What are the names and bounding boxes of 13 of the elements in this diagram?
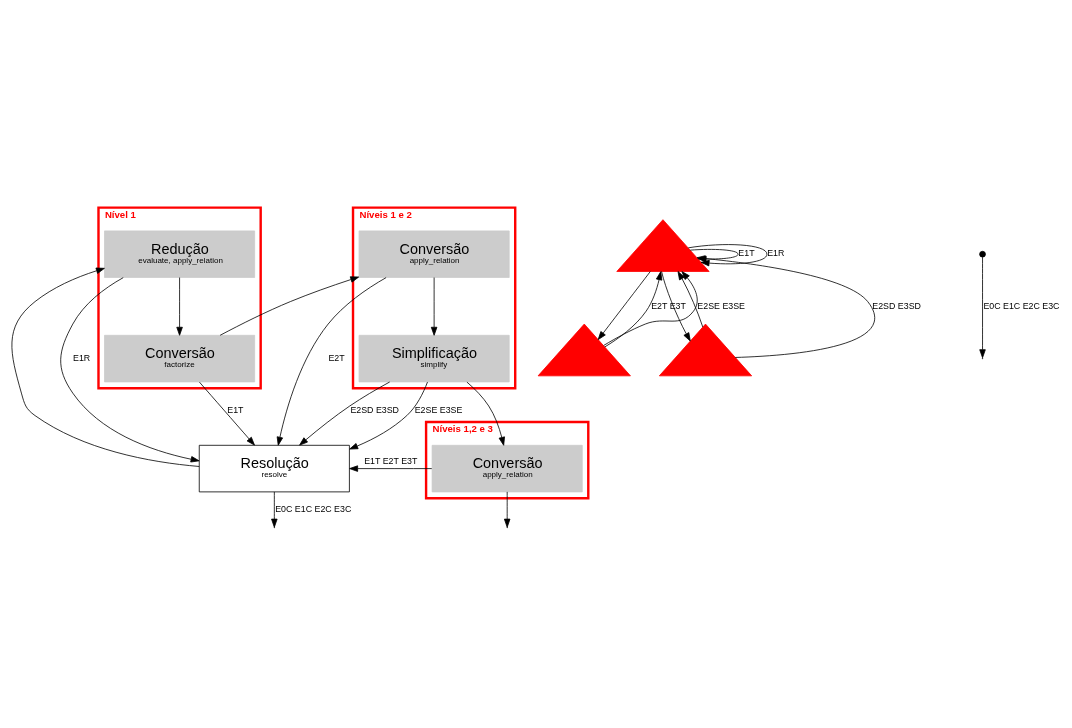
edge-label: E1R xyxy=(73,352,91,363)
edge-label: E0C E1C E2C E3C xyxy=(275,503,352,514)
edge-label: E2SE E3SE xyxy=(414,404,463,415)
edge-label: E0C E1C E2C E3C xyxy=(983,300,1060,311)
edge-label: E1T E2T E3T xyxy=(364,455,418,466)
edge-label: E2T xyxy=(328,352,345,363)
edge-label: E1T xyxy=(738,247,755,258)
edge-label: E2T E3T xyxy=(651,300,686,311)
edge-label: E2SE E3SE xyxy=(697,300,745,311)
edge-label: E1T xyxy=(227,404,244,415)
edge-label: E2SD E3SD xyxy=(872,300,921,311)
edge-label: E2SD E3SD xyxy=(350,404,399,415)
edge-label: E1R xyxy=(767,247,785,258)
